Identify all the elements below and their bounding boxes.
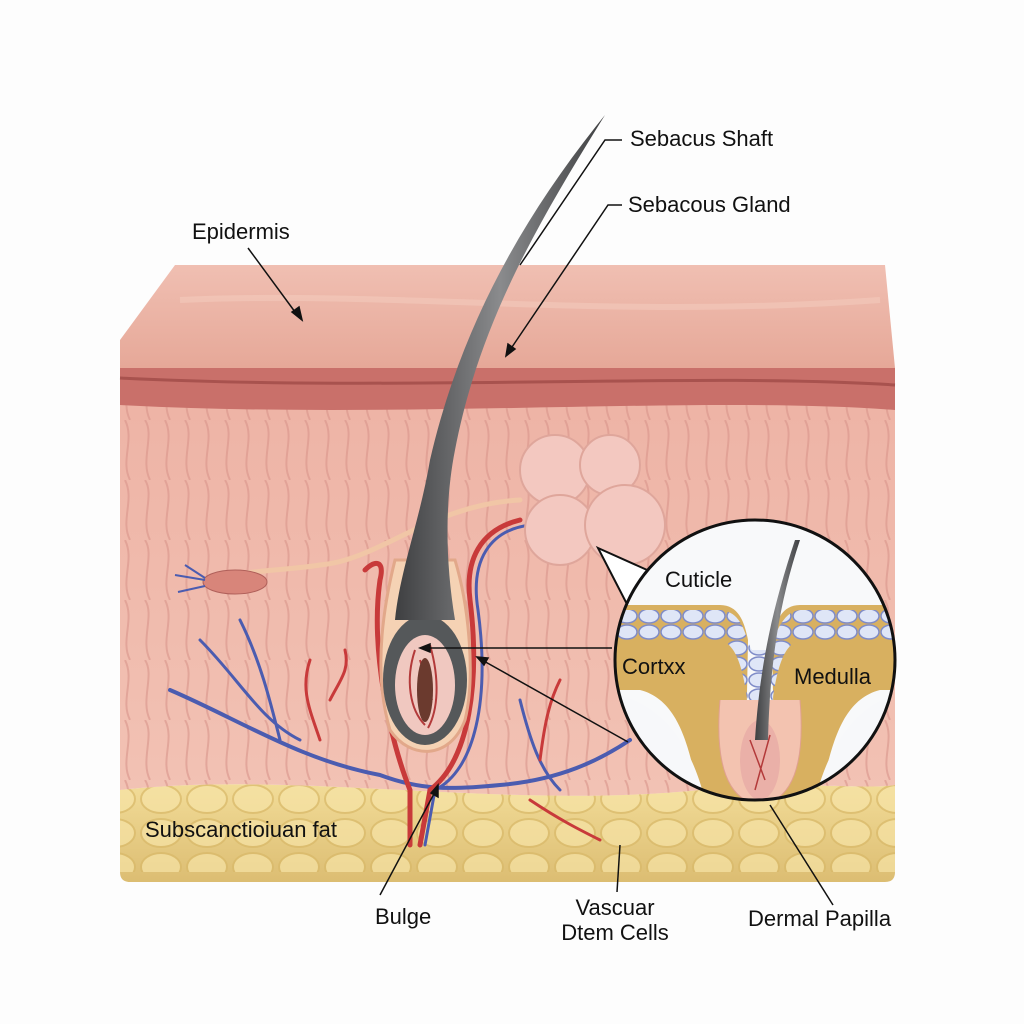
sebaceous-gland: [519, 434, 666, 566]
blood-vessels: [168, 497, 632, 848]
label-sebacus-shaft: Sebacus Shaft: [630, 126, 774, 151]
epidermis-layer: [120, 265, 895, 368]
hair-shaft: [395, 115, 605, 620]
label-medulla: Medulla: [794, 664, 872, 689]
label-vascular-line1: Vascuar: [575, 895, 655, 920]
label-epidermis: Epidermis: [192, 219, 290, 244]
arrector-pili-muscle: [174, 564, 268, 595]
label-vascular-line2: Dtem Cells: [561, 920, 669, 946]
label-cuticle: Cuticle: [665, 567, 733, 592]
label-dermal-papilla: Dermal Papilla: [748, 906, 892, 931]
label-vascular-stem-cells: Vascuar Dtem Cells: [555, 895, 675, 946]
leader-lines: [247, 139, 834, 906]
label-bulge: Bulge: [375, 904, 432, 929]
label-cortex: Cortxx: [622, 654, 686, 679]
subcutaneous-fat-layer: [120, 784, 895, 882]
label-subcutaneous-fat: Subscanctioiuan fat: [145, 817, 338, 842]
basal-layer-band: [120, 368, 895, 410]
magnified-inset: [613, 518, 897, 802]
label-sebacous-gland: Sebacous Gland: [628, 192, 791, 217]
